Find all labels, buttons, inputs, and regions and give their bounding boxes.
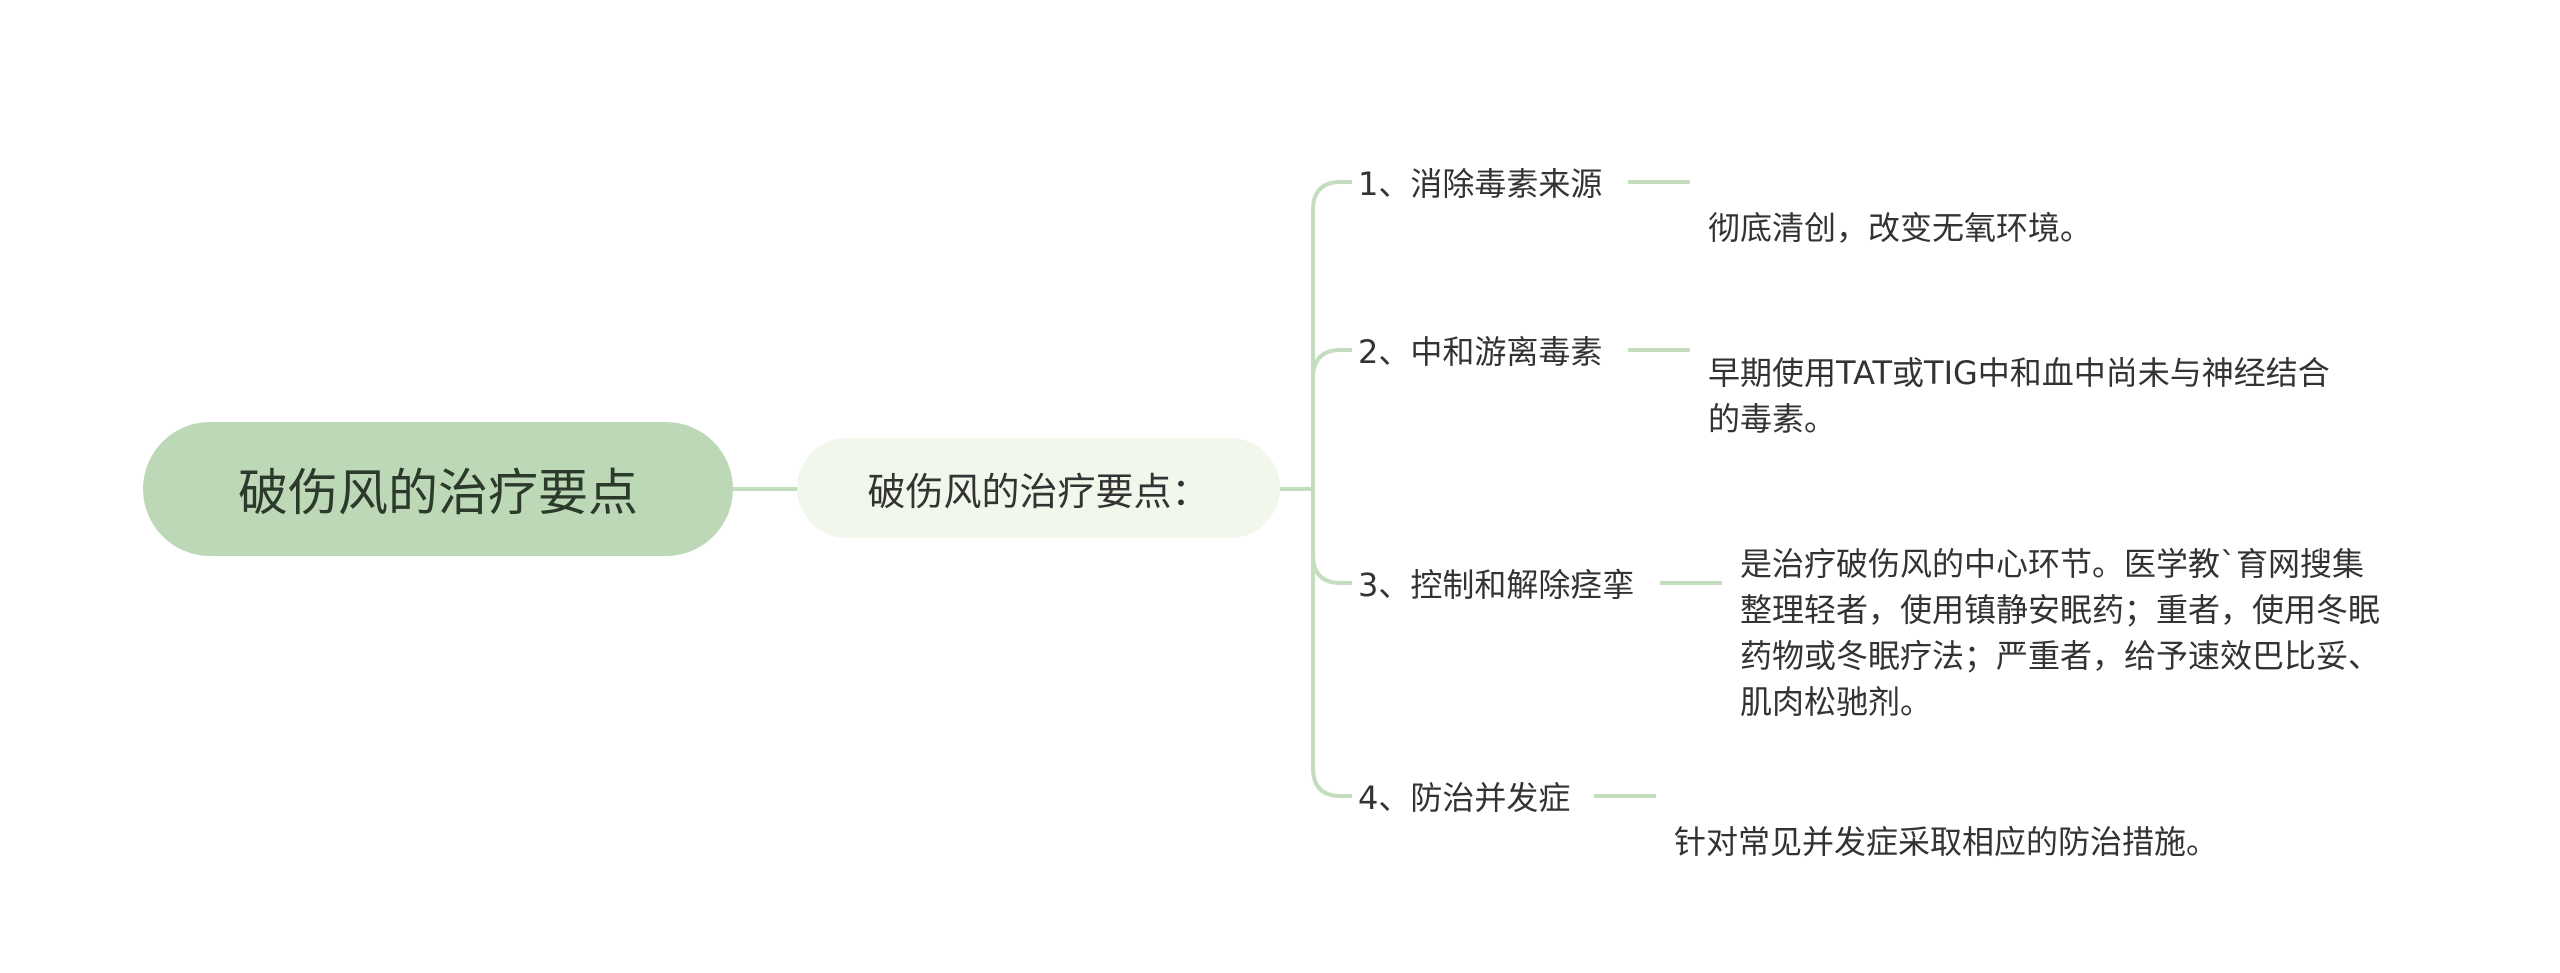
root-topic[interactable]: 破伤风的治疗要点 bbox=[143, 422, 733, 556]
branch-label: 3、控制和解除痉挛 bbox=[1358, 566, 1635, 604]
connector-spine-branch-4 bbox=[1311, 489, 1352, 798]
branch-label: 1、消除毒素来源 bbox=[1358, 165, 1603, 203]
connector-spine-branch-3 bbox=[1311, 489, 1352, 585]
root-topic-label: 破伤风的治疗要点 bbox=[238, 464, 638, 522]
branch-node-2[interactable]: 2、中和游离毒素 bbox=[1358, 325, 1602, 375]
connector-spine-branch-2 bbox=[1311, 348, 1352, 489]
leaf-text: 是治疗破伤风的中心环节。医学教`育网搜集 整理轻者，使用镇静安眠药；重者，使用冬… bbox=[1740, 545, 2381, 721]
leaf-node-1[interactable]: 彻底清创，改变无氧环境。 bbox=[1708, 159, 2092, 251]
branch-node-4[interactable]: 4、防治并发症 bbox=[1358, 771, 1570, 821]
leaf-node-4[interactable]: 针对常见并发症采取相应的防治措施。 bbox=[1674, 773, 2218, 865]
branch-node-1[interactable]: 1、消除毒素来源 bbox=[1358, 157, 1602, 207]
subtopic-label: 破伤风的治疗要点： bbox=[867, 469, 1210, 514]
branch-label: 2、中和游离毒素 bbox=[1358, 333, 1603, 371]
branch-label: 4、防治并发症 bbox=[1358, 779, 1571, 817]
leaf-text: 彻底清创，改变无氧环境。 bbox=[1708, 209, 2093, 247]
leaf-node-3[interactable]: 是治疗破伤风的中心环节。医学教`育网搜集 整理轻者，使用镇静安眠药；重者，使用冬… bbox=[1740, 495, 2380, 725]
subtopic-node[interactable]: 破伤风的治疗要点： bbox=[797, 438, 1280, 538]
leaf-text: 早期使用TAT或TIG中和血中尚未与神经结合 的毒素。 bbox=[1708, 354, 2330, 438]
leaf-text: 针对常见并发症采取相应的防治措施。 bbox=[1674, 823, 2219, 861]
leaf-node-2[interactable]: 早期使用TAT或TIG中和血中尚未与神经结合 的毒素。 bbox=[1708, 304, 2330, 442]
branch-node-3[interactable]: 3、控制和解除痉挛 bbox=[1358, 558, 1634, 608]
connector-spine-branch-1 bbox=[1311, 180, 1352, 489]
